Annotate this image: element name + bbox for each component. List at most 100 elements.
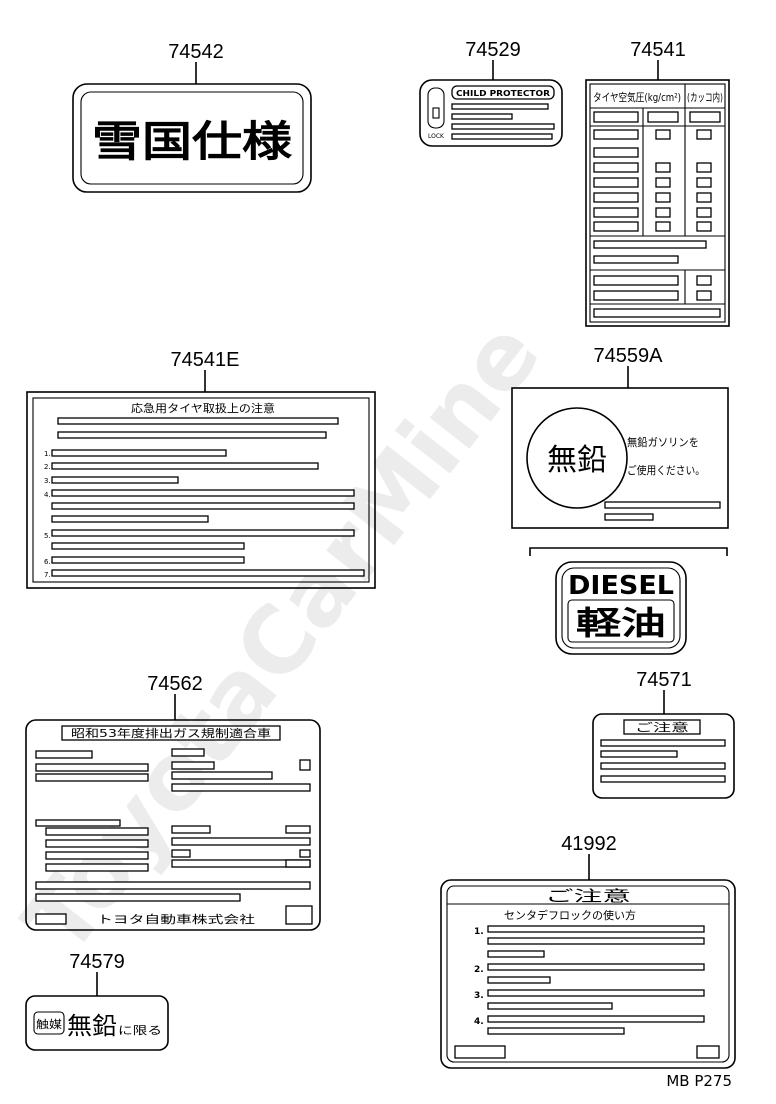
text-bar <box>171 837 311 846</box>
sticker-outline <box>511 387 729 529</box>
text-bar <box>487 963 705 971</box>
sticker-outline <box>72 83 312 193</box>
text-bar <box>51 542 245 550</box>
part-number-41992: 41992 <box>561 833 617 855</box>
text-bar <box>593 308 721 318</box>
text-bar <box>487 989 705 997</box>
caution-title: ご注意 <box>635 720 689 734</box>
text-bar <box>35 819 121 827</box>
list-number: 7. <box>44 571 51 579</box>
unleaded-line-1: 無鉛ガソリンを <box>627 435 699 449</box>
light-oil-text: 軽油 <box>576 604 666 642</box>
label-74542: 74542 雪国仕様 <box>72 41 312 193</box>
unleaded-circle-text: 無鉛 <box>547 443 607 478</box>
sticker-inner-border <box>32 397 370 583</box>
list-number: 6. <box>44 558 51 566</box>
label-74541E: 74541E 応急用タイヤ取扱上の注意 1. 2. 3. 4. 5. 6. 7. <box>26 349 376 589</box>
label-41992: 41992 ご注意 センタデフロックの使い方 1. 2. 3. 4. <box>440 833 736 1069</box>
sticker-outline <box>25 995 169 1051</box>
sticker-outline <box>419 79 563 147</box>
label-74559A: 74559A 無鉛 無鉛ガソリンを ご使用ください。 <box>511 345 729 556</box>
footer-box <box>35 913 67 925</box>
title-box <box>623 719 701 735</box>
label-74562: 74562 昭和53年度排出ガス規制適合車 トヨタ自動車株式会社 <box>25 673 321 931</box>
cell-box <box>696 275 712 286</box>
cell-box <box>696 129 712 140</box>
text-bar <box>487 1015 705 1023</box>
cell-box <box>696 290 712 301</box>
sticker-inner-border <box>589 83 726 323</box>
sticker-outline <box>25 719 321 931</box>
cell-box <box>593 111 639 123</box>
sticker-inner-border <box>80 91 304 185</box>
unleaded-circle <box>526 407 628 509</box>
text-bar <box>487 937 705 945</box>
footer-box <box>696 1045 720 1059</box>
list-number: 4. <box>474 1017 484 1027</box>
text-bar <box>593 240 707 249</box>
text-bar <box>593 255 679 264</box>
text-bar <box>604 513 654 521</box>
text-bar <box>51 449 227 457</box>
part-number-74529: 74529 <box>465 39 521 61</box>
unleaded-text: 無鉛 <box>67 1012 117 1040</box>
cell-box <box>593 192 639 203</box>
tire-pressure-header: タイヤ空気圧(kg/cm²) <box>593 90 681 104</box>
part-number-74541: 74541 <box>630 39 686 61</box>
unleaded-line-2: ご使用ください。 <box>627 463 705 477</box>
cell-box <box>655 221 671 232</box>
footer-box <box>454 1045 506 1059</box>
catalyst-badge-box <box>33 1011 65 1035</box>
toyota-company-footer: トヨタ自動車株式会社 <box>97 912 255 926</box>
only-text: に限る <box>118 1024 162 1037</box>
light-oil-box <box>567 599 675 643</box>
text-bar <box>171 783 311 792</box>
cell-box <box>696 162 712 173</box>
text-bar <box>35 773 149 782</box>
child-protector-header: CHILD PROTECTOR <box>456 89 550 98</box>
cell-box <box>647 111 679 123</box>
text-bar <box>35 763 149 772</box>
text-bar <box>285 859 311 868</box>
lock-switch-knob-icon <box>432 107 440 119</box>
cell-box <box>593 129 639 140</box>
list-number: 1. <box>44 450 51 458</box>
footer-box <box>285 905 313 925</box>
text-bar <box>35 881 311 890</box>
list-number: 2. <box>44 463 51 471</box>
label-74529: 74529 LOCK CHILD PROTECTOR <box>419 39 563 147</box>
emission-title: 昭和53年度排出ガス規制適合車 <box>71 726 271 740</box>
list-number: 1. <box>474 927 484 937</box>
part-number-74579: 74579 <box>69 951 125 973</box>
check-box <box>299 759 311 771</box>
cell-box <box>593 177 639 188</box>
text-bar <box>51 556 245 564</box>
text-bar <box>45 851 149 860</box>
cell-box <box>689 111 721 123</box>
text-bar <box>35 893 241 902</box>
text-bar <box>451 133 553 140</box>
text-bar <box>35 750 93 759</box>
cell-box <box>593 147 639 158</box>
cell-box <box>655 192 671 203</box>
caution-title: ご注意 <box>545 887 631 905</box>
cell-box <box>696 177 712 188</box>
text-bar <box>487 925 705 933</box>
text-bar <box>600 750 678 758</box>
text-bar <box>51 515 209 523</box>
text-bar <box>45 827 149 836</box>
text-bar <box>600 739 726 747</box>
text-bar <box>51 569 365 577</box>
cell-box <box>655 162 671 173</box>
cell-box <box>655 207 671 218</box>
text-bar <box>45 863 149 872</box>
text-bar <box>51 502 355 510</box>
part-number-74571: 74571 <box>636 669 692 691</box>
part-number-74559A: 74559A <box>594 345 664 367</box>
sticker-inner-border <box>446 885 730 1063</box>
text-bar <box>51 476 179 484</box>
label-74579: 74579 触媒 無鉛 に限る <box>25 951 169 1051</box>
text-bar <box>171 825 211 834</box>
text-bar <box>487 950 545 958</box>
text-bar <box>451 103 549 110</box>
